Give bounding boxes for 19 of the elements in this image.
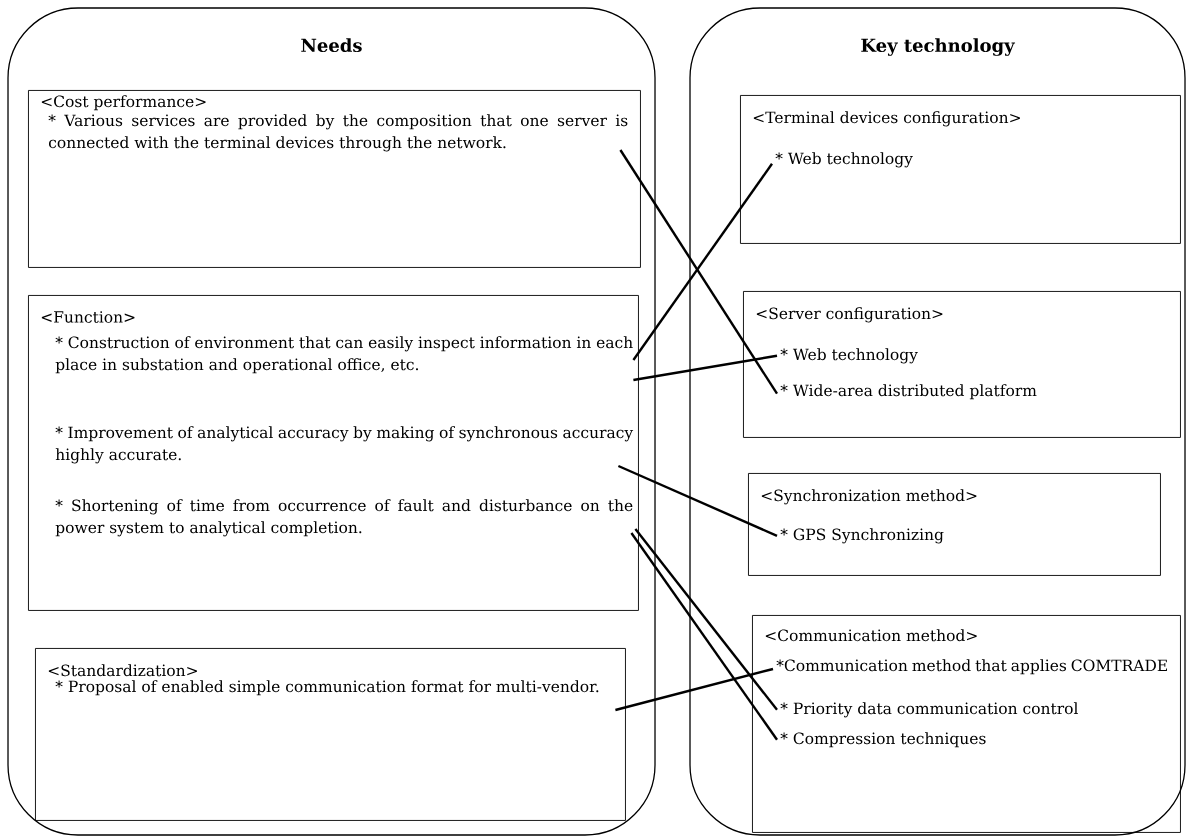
- connector-line: [619, 149, 778, 395]
- connector-line: [633, 354, 778, 382]
- connector-line: [615, 667, 774, 712]
- bullet-text: * Shortening of time from occurrence of fault and disturbance on the power system to analytical completion.: [55, 499, 633, 537]
- connector-line: [617, 464, 778, 537]
- bullet-text: * Various services are provided by the composition that one server is connected with the terminal devices through the network.: [48, 114, 628, 152]
- connector-line: [634, 528, 778, 711]
- connector-line: [630, 532, 778, 741]
- bullet-text: * Proposal of enabled simple communication format for multi-vendor.: [55, 680, 599, 696]
- bullet-text: *Communication method that applies COMTRADE: [776, 659, 1167, 675]
- bullet-text: * GPS Synchronizing: [780, 528, 944, 544]
- bullet-text: * Priority data communication control: [780, 702, 1078, 718]
- bullet-text: * Web technology: [780, 348, 918, 364]
- connector-line: [632, 163, 773, 361]
- bullet-text: * Compression techniques: [780, 732, 986, 748]
- bullet-text: * Improvement of analytical accuracy by making of synchronous accuracy highly accurate.: [55, 426, 634, 464]
- bullet-text: * Wide-area distributed platform: [780, 384, 1037, 400]
- bullet-text: * Construction of environment that can easily inspect information in each place in substation and operational office, etc.: [55, 336, 633, 374]
- bullet-text: * Web technology: [775, 152, 913, 168]
